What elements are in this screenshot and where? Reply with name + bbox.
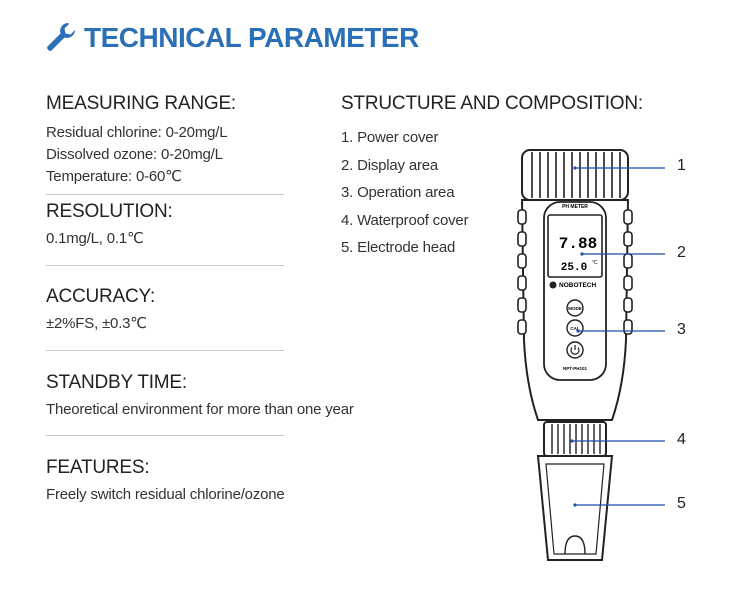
divider (46, 265, 284, 266)
section-line: Residual chlorine: 0-20mg/L (46, 124, 228, 141)
display-reading-temp: 25.0 (561, 262, 587, 274)
structure-title: STRUCTURE AND COMPOSITION: (341, 93, 643, 114)
section-line: Theoretical environment for more than on… (46, 401, 354, 418)
power-icon (570, 345, 580, 355)
structure-item: 5. Electrode head (341, 239, 456, 256)
model-label: NPT-PH101 (563, 366, 588, 371)
power-button[interactable] (566, 341, 584, 359)
divider (46, 435, 284, 436)
section-title: MEASURING RANGE: (46, 93, 236, 114)
section-accuracy: ACCURACY: ±2%FS, ±0.3℃ (46, 285, 155, 335)
section-measuring-range: MEASURING RANGE: Residual chlorine: 0-20… (46, 92, 236, 188)
section-line: Temperature: 0-60℃ (46, 168, 182, 185)
meter-label-top: PH METER (562, 204, 588, 210)
callout-number: 2 (677, 244, 686, 261)
callout-number: 3 (677, 321, 686, 338)
section-features: FEATURES: Freely switch residual chlorin… (46, 456, 285, 506)
brand-logo: NOBOTECH (559, 282, 597, 289)
section-title: FEATURES: (46, 457, 150, 478)
structure-item: 4. Waterproof cover (341, 211, 469, 229)
divider (46, 350, 284, 351)
display-area (547, 214, 603, 278)
structure-item: 1. Power cover (341, 129, 439, 146)
section-line: 0.1mg/L, 0.1℃ (46, 230, 144, 247)
mode-button[interactable]: MODE (566, 299, 584, 317)
divider (46, 194, 284, 195)
power-cover (521, 149, 629, 201)
section-title: STANDBY TIME: (46, 372, 187, 393)
display-temp-unit: °C (592, 260, 598, 266)
page-title: TECHNICAL PARAMETER (84, 22, 419, 53)
display-reading-main: 7.88 (559, 235, 597, 253)
ph-meter-illustration: PH METER 7.88 25.0 °C NOBOTECH MODE CAL … (517, 149, 633, 561)
section-title: RESOLUTION: (46, 201, 173, 222)
section-line: ±2%FS, ±0.3℃ (46, 315, 147, 332)
section-resolution: RESOLUTION: 0.1mg/L, 0.1℃ (46, 200, 173, 250)
mode-button-label: MODE (568, 306, 582, 311)
section-line: Dissolved ozone: 0-20mg/L (46, 146, 223, 163)
cal-button[interactable]: CAL (566, 319, 584, 337)
section-line: Freely switch residual chlorine/ozone (46, 486, 285, 503)
wrench-icon (47, 23, 75, 51)
electrode-head (536, 455, 614, 561)
section-title: ACCURACY: (46, 286, 156, 307)
section-standby-time: STANDBY TIME: Theoretical environment fo… (46, 371, 354, 421)
callout-number: 5 (677, 495, 686, 512)
callout-number: 1 (677, 157, 686, 174)
structure-section: STRUCTURE AND COMPOSITION: 1. Power cove… (341, 92, 643, 262)
callout-number: 4 (677, 431, 686, 448)
waterproof-cover (543, 421, 607, 457)
structure-item: 3. Operation area (341, 184, 455, 201)
structure-item: 2. Display area (341, 156, 439, 174)
cal-button-label: CAL (570, 326, 579, 331)
